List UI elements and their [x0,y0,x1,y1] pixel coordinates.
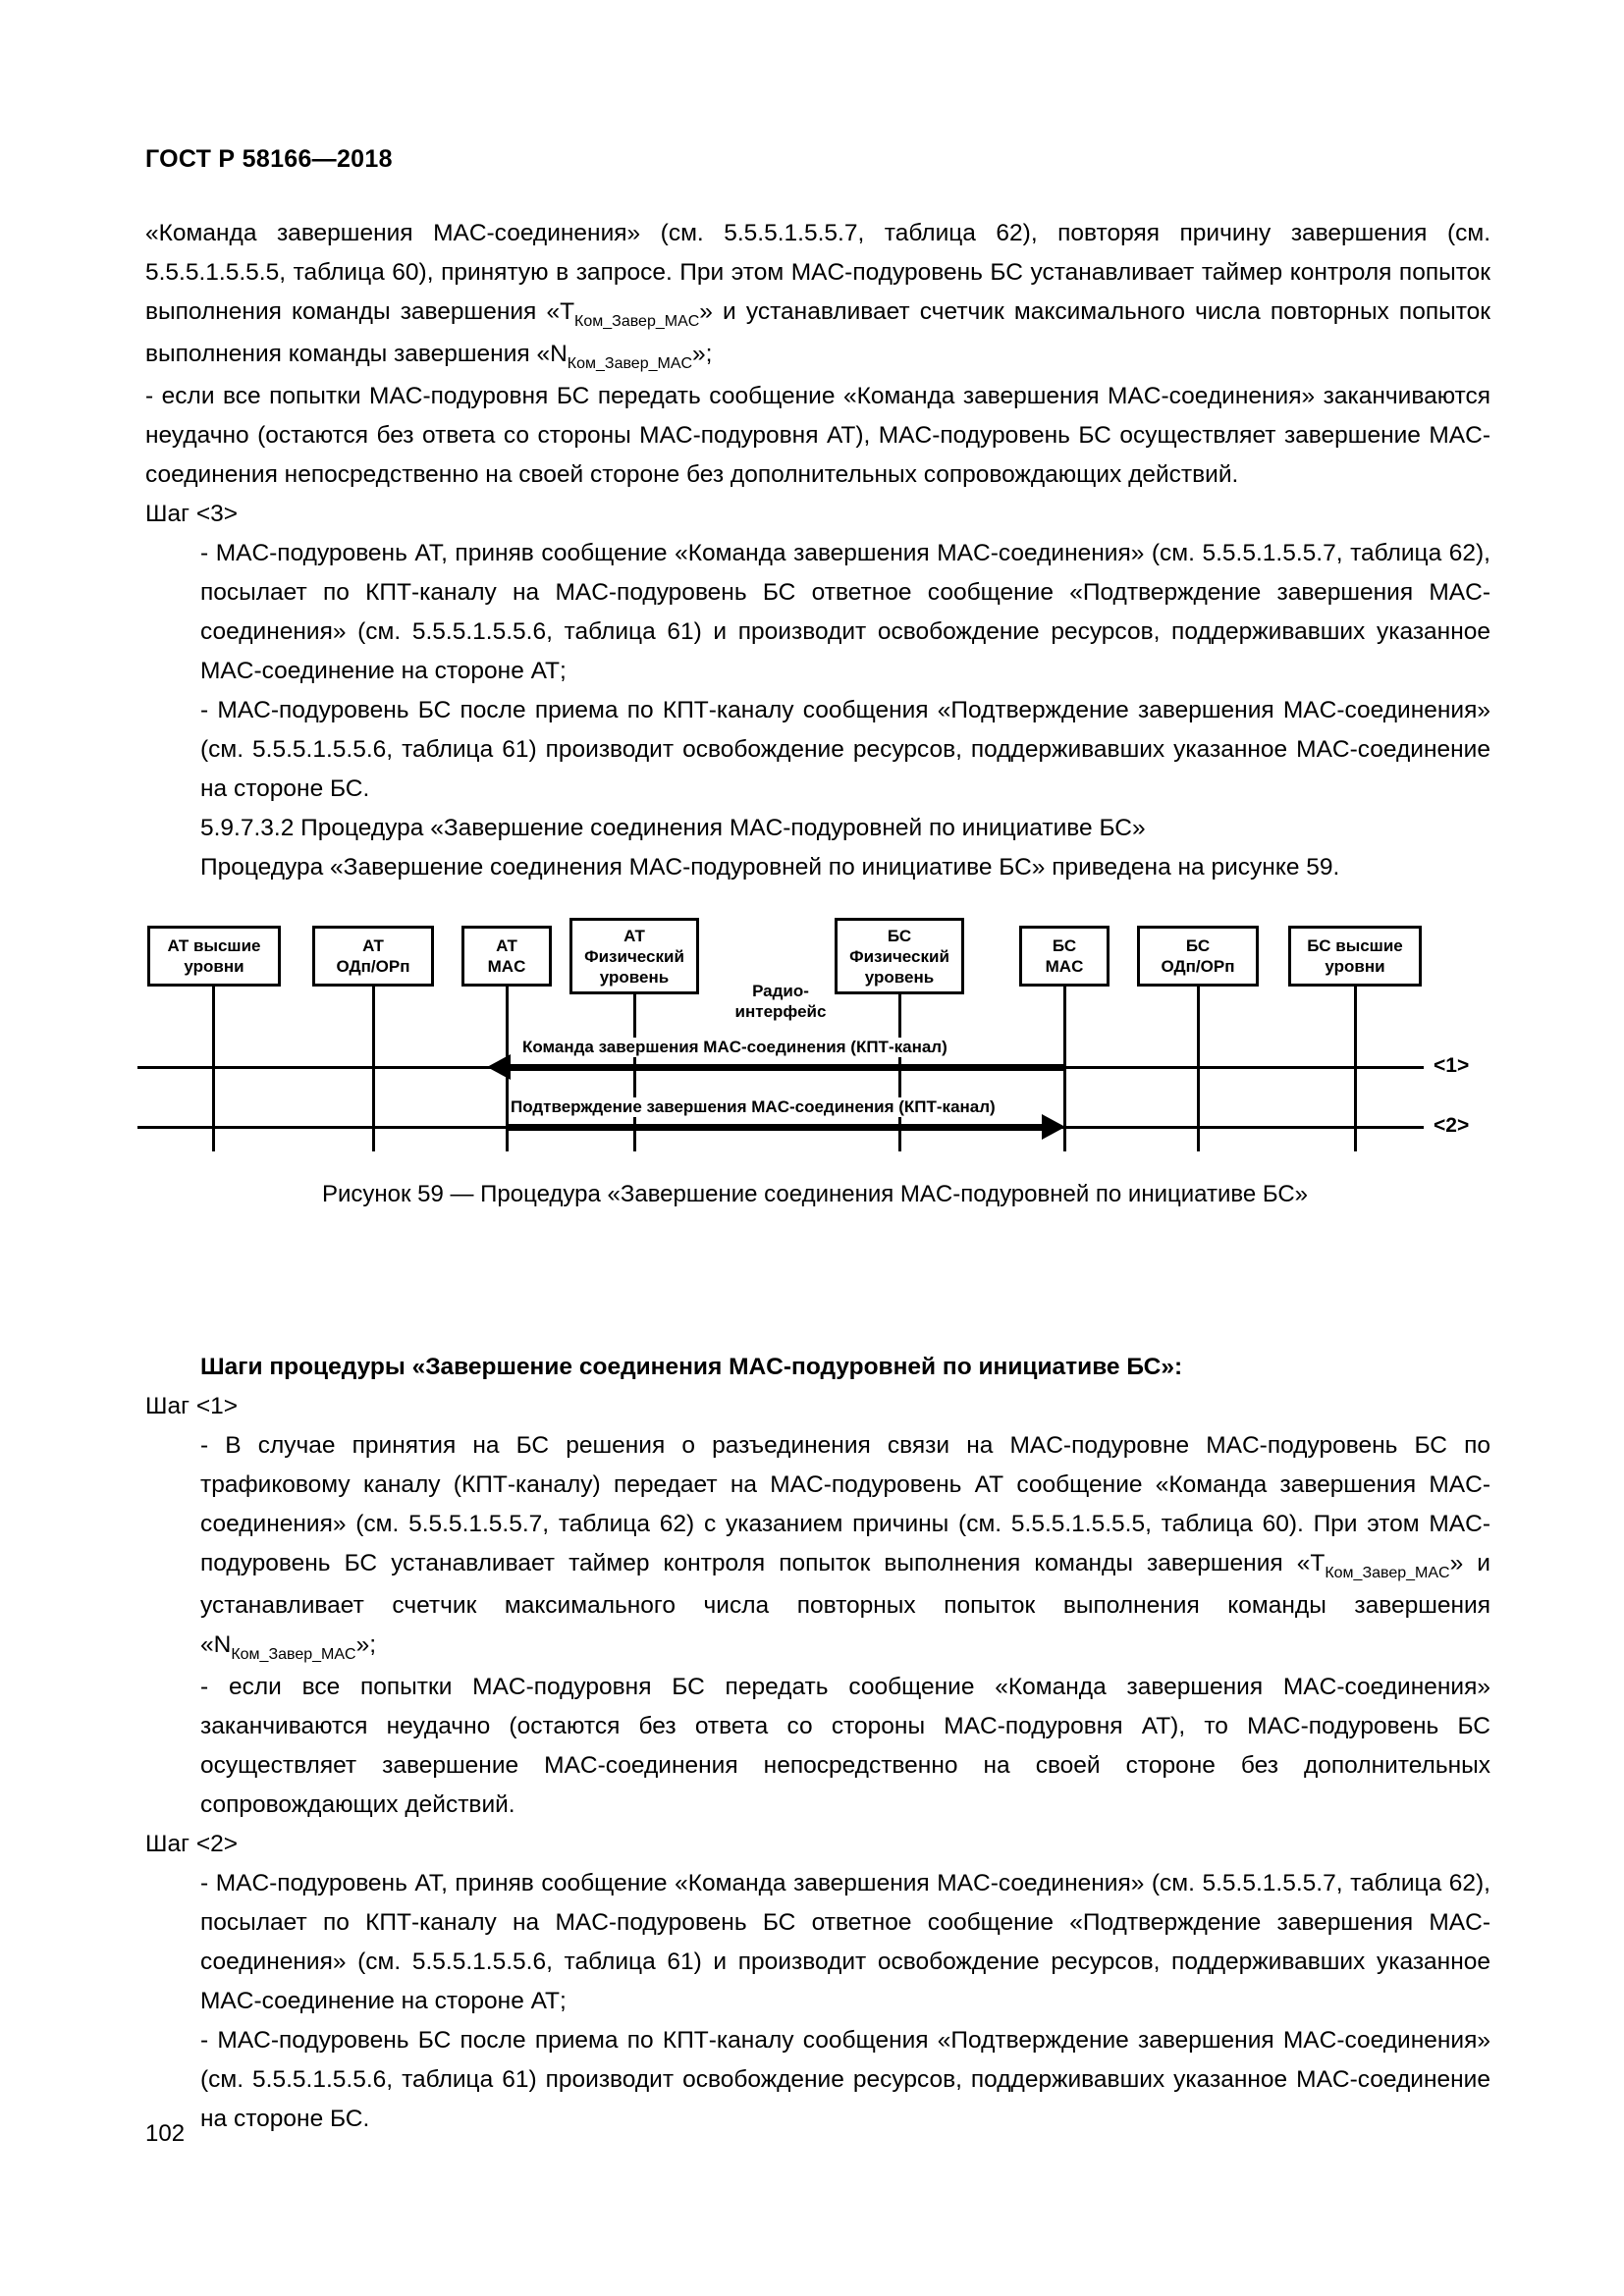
page-header: ГОСТ Р 58166—2018 [145,145,393,173]
message-2-step-tag: <2> [1434,1114,1470,1137]
node-label-line1: БС [1052,936,1077,955]
sequence-diagram: АТ высшие уровни АТ ОДп/ОРп АТ MAC АТ [137,918,1492,1153]
step-2-item-2: - MAC-подуровень БС после приема по КПТ-… [200,2027,1490,2132]
body-text-top: «Команда завершения MAC-соединения» (см.… [145,214,1490,887]
lifeline-at-physical-layer [633,994,636,1151]
node-label-line1: АТ [362,936,384,955]
node-bs-odp-orp: БС ОДп/ОРп [1137,926,1259,987]
figure-59: АТ высшие уровни АТ ОДп/ОРп АТ MAC АТ [137,918,1492,1212]
lifeline-at-higher-layers [212,987,215,1151]
step-3-item-1: - MAC-подуровень АТ, приняв сообщение «К… [200,540,1490,684]
step-1-item-2: - если все попытки MAC-подуровня БС пере… [200,1674,1490,1818]
radio-label-line2: интерфейс [734,1002,827,1021]
timer-subscript: Ком_Завер_MAC [1325,1565,1450,1581]
step-2-item-1: - MAC-подуровень АТ, приняв сообщение «К… [200,1870,1490,2014]
lifeline-bs-higher-layers [1354,987,1357,1151]
figure-caption: Рисунок 59 — Процедура «Завершение соеди… [321,1181,1309,1207]
node-label-line2: Физический [584,946,684,966]
step-1-item-1-text-a: - В случае принятия на БС решения о разъ… [200,1432,1490,1576]
paragraph-1-cont: » и устанавливает счетчик максимального … [145,298,1490,367]
step-3-label: Шаг <3> [145,501,239,527]
node-bs-physical-layer: БС Физический уровень [835,918,964,994]
counter-subscript: Ком_Завер_MAC [231,1646,356,1663]
node-at-physical-layer: АТ Физический уровень [569,918,699,994]
node-bs-mac: БС MAC [1019,926,1110,987]
node-label-line3: уровень [864,967,935,987]
message-1-step-tag: <1> [1434,1054,1470,1077]
node-at-higher-layers: АТ высшие уровни [147,926,281,987]
paragraph-1-end: »; [692,341,713,367]
step-1-item-1: - В случае принятия на БС решения о разъ… [145,1426,1490,1668]
page-number: 102 [145,2120,186,2147]
node-label-line1: АТ высшие [167,936,261,955]
step-1-item-1-text-c: »; [355,1631,377,1658]
step-3-item-2: - MAC-подуровень БС после приема по КПТ-… [200,697,1490,802]
radio-label-line1: Радио- [752,982,809,1000]
node-label-line2: Физический [849,946,949,966]
node-label-line2: уровни [184,957,244,976]
body-text-bottom: Шаги процедуры «Завершение соединения MA… [145,1348,1490,2139]
node-label-line1: АТ [623,926,645,945]
node-label-line2: MAC [1045,957,1084,976]
node-label-line2: MAC [487,957,526,976]
counter-subscript: Ком_Завер_MAC [567,355,693,372]
paragraph-1-text: «Команда завершения MAC-соединения» (см.… [145,220,1490,325]
paragraph-1: «Команда завершения MAC-соединения» (см.… [145,214,1490,377]
message-2-arrow-line [509,1124,1046,1131]
node-bs-higher-layers: БС высшие уровни [1288,926,1422,987]
node-label-line2: ОДп/ОРп [1161,957,1235,976]
message-1-arrow-line [509,1064,1065,1071]
node-label-line1: БС [1185,936,1211,955]
node-label-line2: ОДп/ОРп [336,957,410,976]
node-label-line1: БС [887,926,912,945]
node-label-line3: уровень [599,967,670,987]
timer-subscript: Ком_Завер_MAC [574,313,700,330]
node-label-line1: БС высшие [1307,936,1403,955]
message-2-label: Подтверждение завершения MAC-соединения … [509,1097,998,1117]
step-1-label: Шаг <1> [145,1393,239,1419]
lifeline-bs-odp-orp [1197,987,1200,1151]
lifeline-bs-physical-layer [898,994,901,1151]
step-1-item-1-text-b: » и устанавливает счетчик максимального … [200,1550,1490,1658]
message-1-arrowhead-icon [487,1054,511,1080]
node-label-line2: уровни [1325,957,1385,976]
message-1-label: Команда завершения MAC-соединения (КПТ-к… [520,1038,949,1057]
clause-number-5-9-7-3-2: 5.9.7.3.2 Процедура «Завершение соединен… [200,815,1146,841]
message-2-arrowhead-icon [1042,1114,1065,1140]
steps-heading: Шаги процедуры «Завершение соединения MA… [200,1354,1183,1380]
radio-interface-label: Радио- интерфейс [723,981,839,1022]
paragraph-2: - если все попытки MAC-подуровня БС пере… [145,383,1490,488]
lifeline-at-odp-orp [372,987,375,1151]
node-at-mac: АТ MAC [461,926,552,987]
node-label-line1: АТ [496,936,517,955]
figure-intro-text: Процедура «Завершение соединения MAC-под… [200,854,1340,881]
step-2-label: Шаг <2> [145,1831,239,1857]
node-at-odp-orp: АТ ОДп/ОРп [312,926,434,987]
